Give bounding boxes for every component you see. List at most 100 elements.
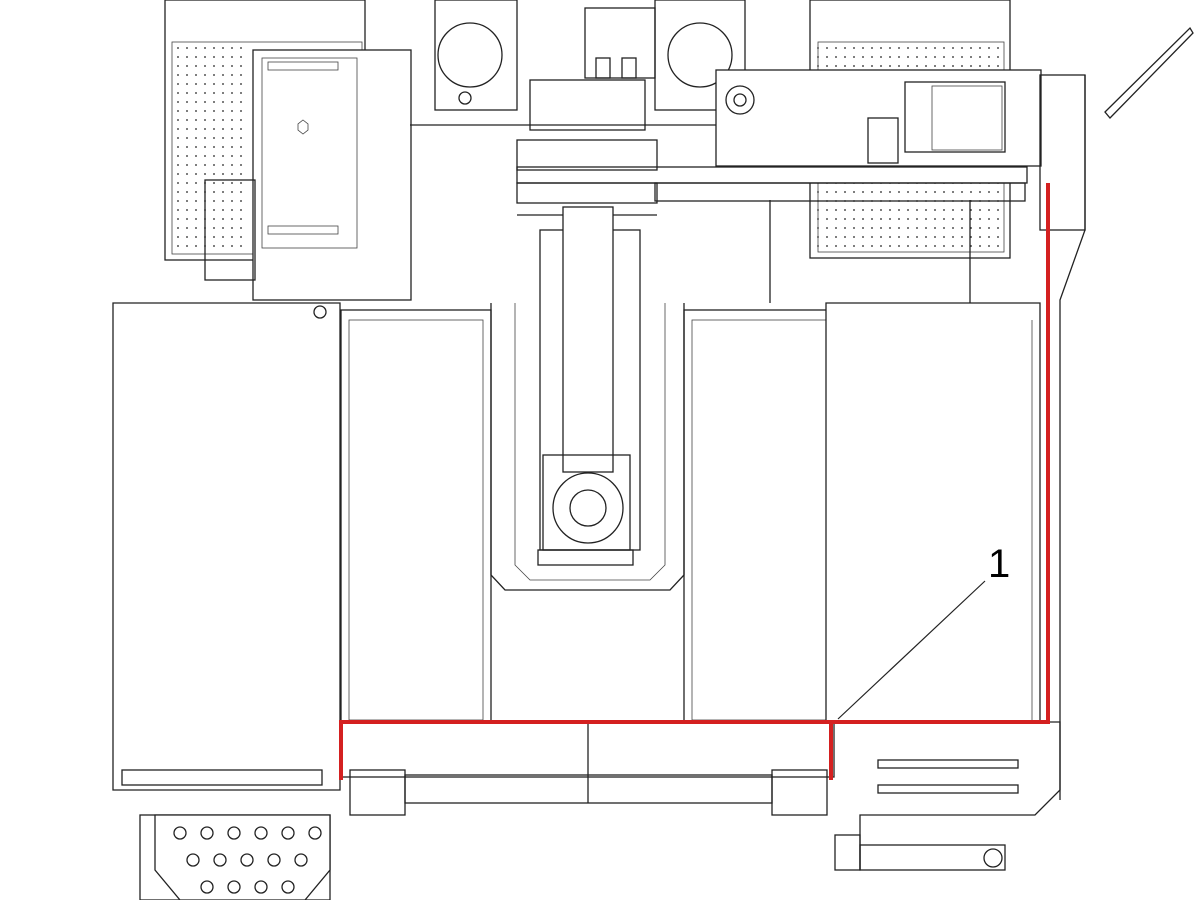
dot — [871, 47, 873, 49]
dot — [177, 191, 179, 193]
vent-hole — [281, 880, 295, 894]
dot — [889, 65, 891, 67]
dot — [240, 128, 242, 130]
dot — [222, 110, 224, 112]
dot — [186, 200, 188, 202]
dot — [970, 65, 972, 67]
dot — [916, 245, 918, 247]
dot — [952, 227, 954, 229]
dot — [853, 56, 855, 58]
dot — [213, 65, 215, 67]
dot — [213, 83, 215, 85]
dot — [204, 173, 206, 175]
dot — [204, 110, 206, 112]
dot — [979, 47, 981, 49]
dot — [907, 56, 909, 58]
dot — [213, 92, 215, 94]
dot — [240, 227, 242, 229]
dot — [916, 191, 918, 193]
dot — [240, 236, 242, 238]
dot — [231, 119, 233, 121]
dot — [979, 191, 981, 193]
dot — [204, 65, 206, 67]
dot — [186, 128, 188, 130]
dot — [871, 245, 873, 247]
dot — [961, 47, 963, 49]
dot — [853, 227, 855, 229]
dot — [186, 74, 188, 76]
dot — [835, 227, 837, 229]
dot — [970, 56, 972, 58]
dot — [177, 245, 179, 247]
dot — [204, 119, 206, 121]
dot — [835, 47, 837, 49]
dot — [186, 47, 188, 49]
dot — [195, 119, 197, 121]
dot — [204, 209, 206, 211]
dot — [231, 128, 233, 130]
dot — [988, 47, 990, 49]
dot — [222, 146, 224, 148]
dot — [195, 245, 197, 247]
dot — [862, 245, 864, 247]
dot — [204, 245, 206, 247]
dot — [853, 47, 855, 49]
dot — [871, 227, 873, 229]
dot — [231, 164, 233, 166]
dot — [988, 218, 990, 220]
dot — [853, 245, 855, 247]
dot — [231, 218, 233, 220]
dot — [195, 164, 197, 166]
dot — [934, 191, 936, 193]
vent-hole — [281, 826, 295, 840]
dot — [934, 245, 936, 247]
dot — [222, 200, 224, 202]
dot — [240, 191, 242, 193]
dot — [195, 47, 197, 49]
dot — [997, 209, 999, 211]
dot — [844, 236, 846, 238]
dot — [177, 173, 179, 175]
dot — [961, 65, 963, 67]
dot — [952, 191, 954, 193]
dot — [231, 65, 233, 67]
dot — [925, 191, 927, 193]
dot — [952, 236, 954, 238]
dot — [997, 245, 999, 247]
dot — [925, 227, 927, 229]
dot — [204, 164, 206, 166]
dot — [889, 209, 891, 211]
dot — [880, 56, 882, 58]
dot — [826, 65, 828, 67]
dot — [880, 218, 882, 220]
dot — [988, 56, 990, 58]
dot — [889, 236, 891, 238]
dot — [195, 92, 197, 94]
dot — [943, 227, 945, 229]
dot — [213, 173, 215, 175]
dot — [961, 227, 963, 229]
dot — [970, 191, 972, 193]
dot — [997, 218, 999, 220]
dot — [177, 47, 179, 49]
dot — [204, 146, 206, 148]
dot — [177, 83, 179, 85]
dot — [222, 47, 224, 49]
dot — [204, 92, 206, 94]
dot — [889, 47, 891, 49]
dot — [222, 164, 224, 166]
dot — [240, 218, 242, 220]
dot — [177, 119, 179, 121]
dot — [204, 236, 206, 238]
dot — [186, 56, 188, 58]
dot — [186, 137, 188, 139]
dot — [222, 218, 224, 220]
dot — [916, 47, 918, 49]
dot — [204, 191, 206, 193]
dot — [871, 191, 873, 193]
dot — [880, 47, 882, 49]
dot — [916, 227, 918, 229]
dot — [835, 65, 837, 67]
dot — [231, 146, 233, 148]
dot — [907, 227, 909, 229]
